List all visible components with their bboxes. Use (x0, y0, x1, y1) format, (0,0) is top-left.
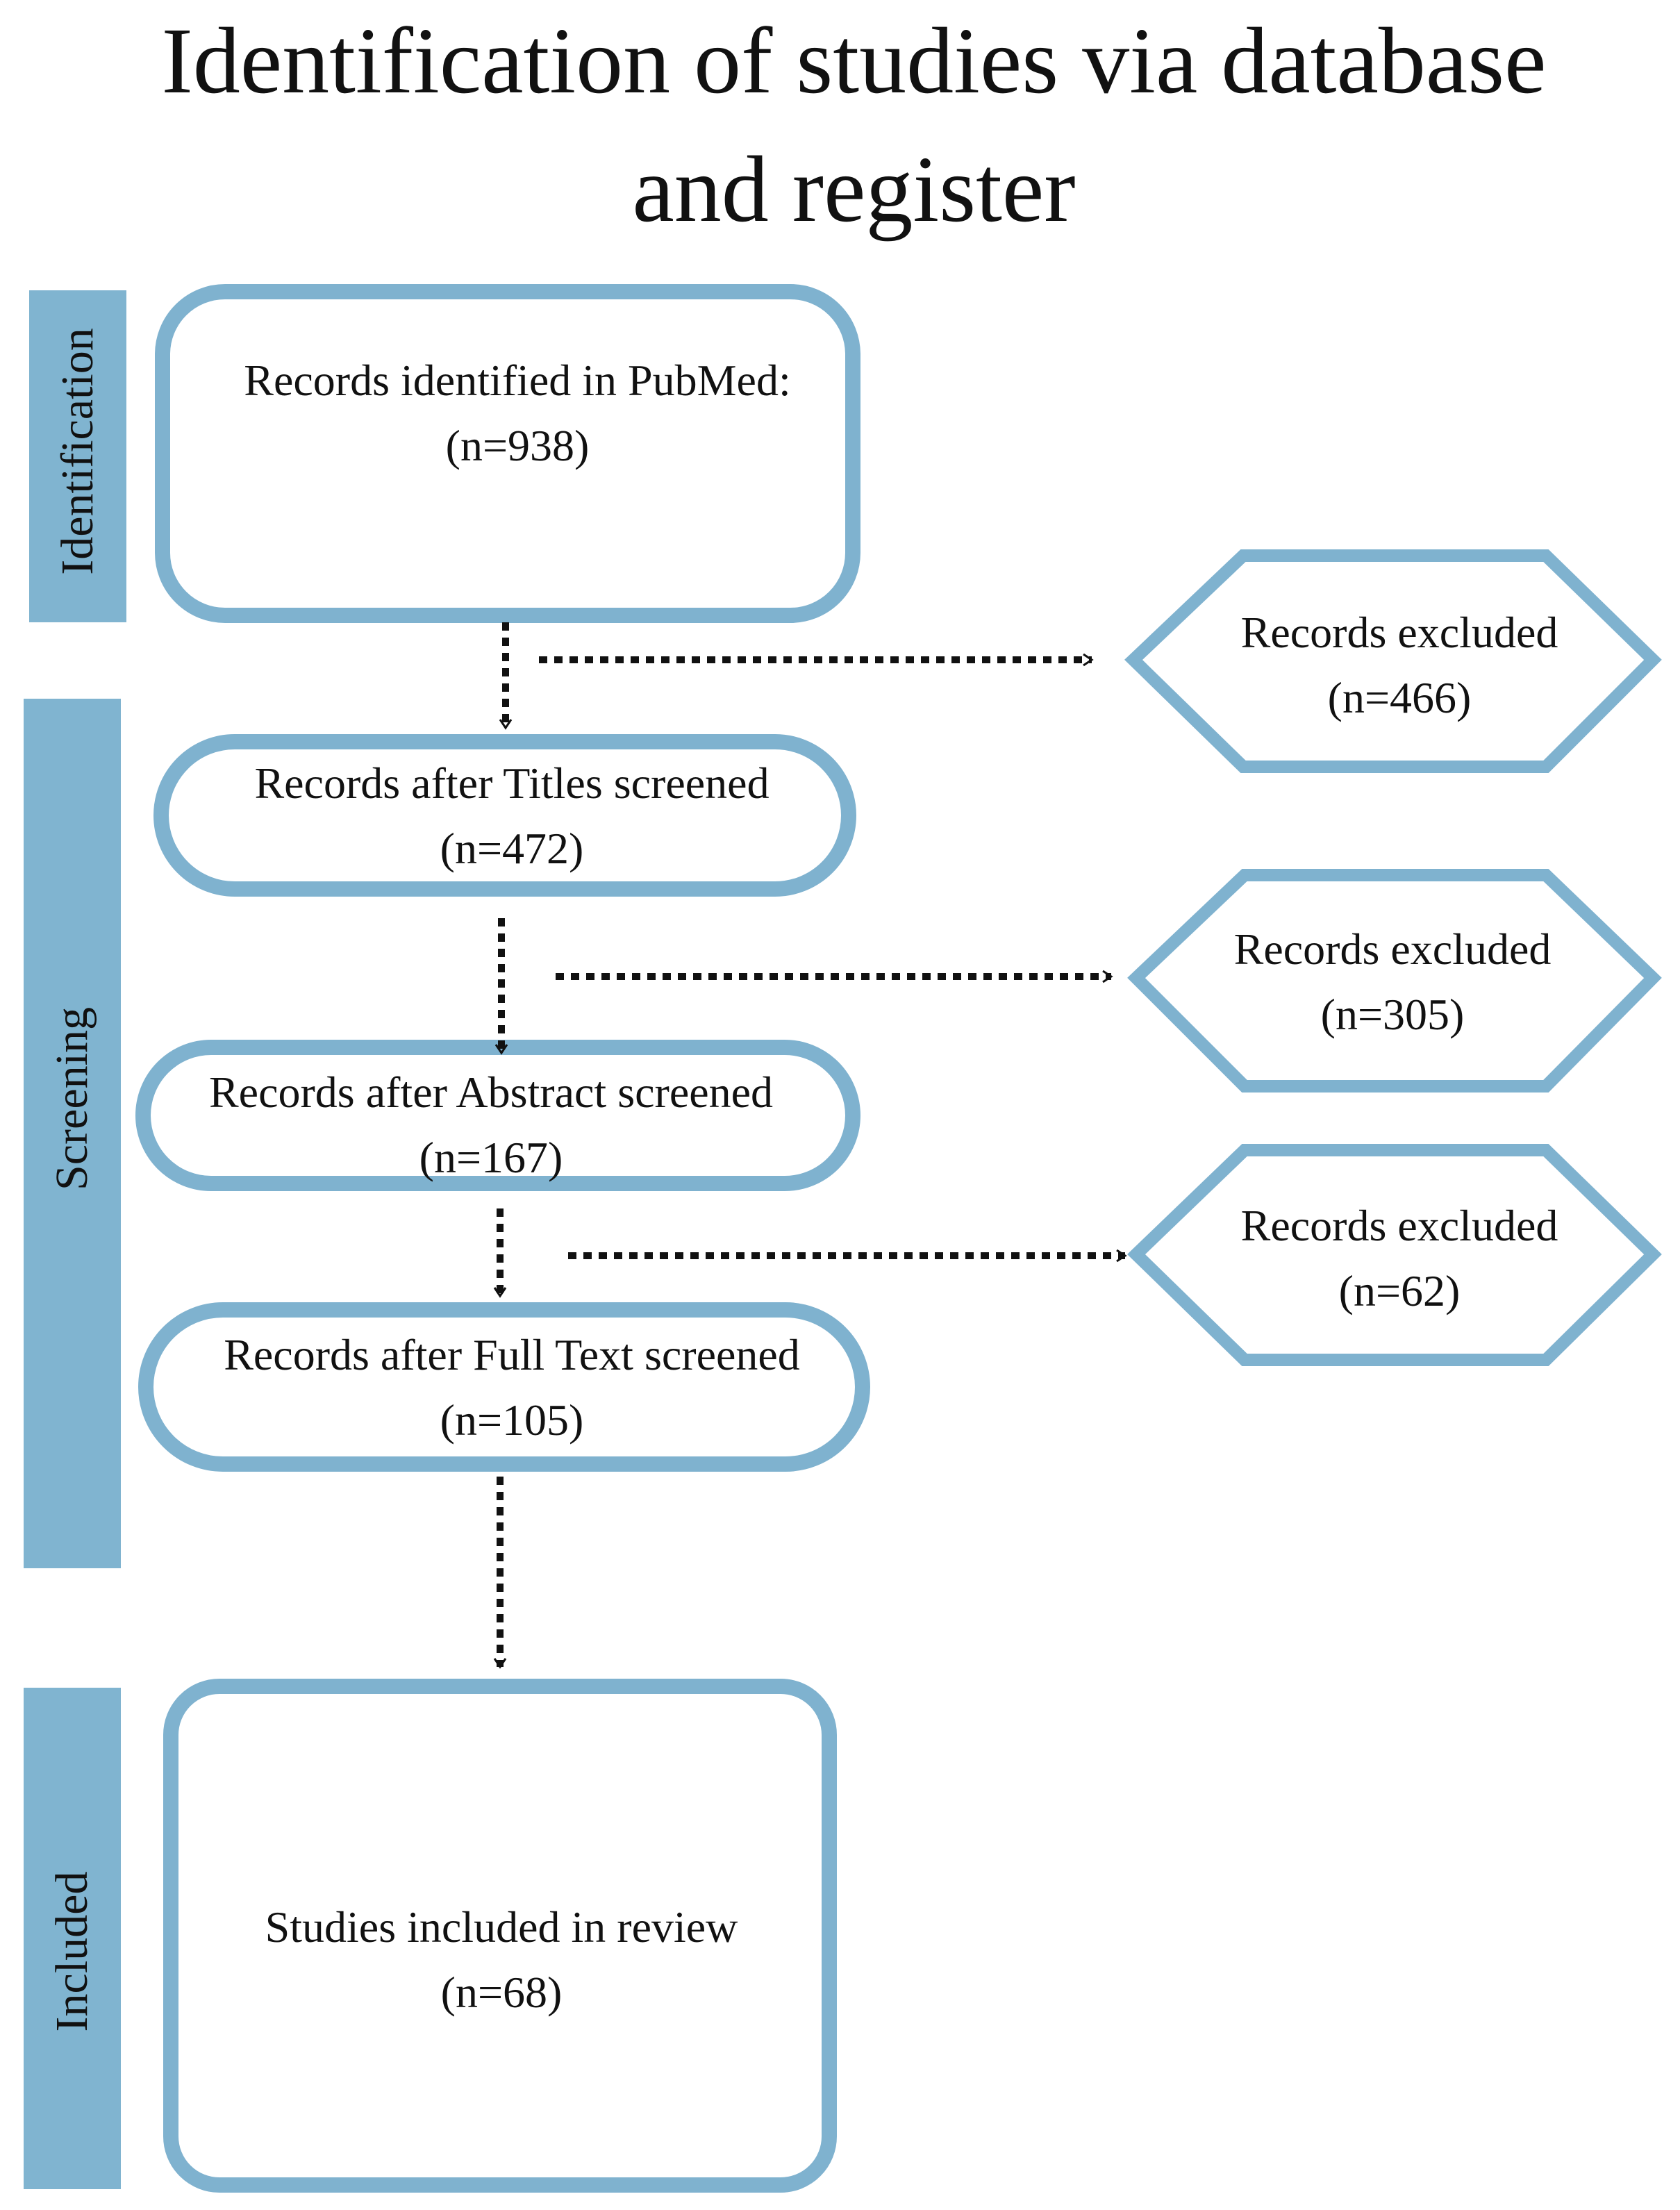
node-count: (n=68) (440, 1968, 563, 2017)
node-label: Studies included in review (265, 1902, 738, 1952)
node-fulltext-screened: Records after Full Text screened (n=105) (224, 1322, 800, 1453)
excluded-2: Records excluded (n=305) (1234, 917, 1552, 1047)
hex-records-excluded-2 (1127, 869, 1662, 1092)
excluded-1: Records excluded (n=466) (1241, 600, 1558, 731)
box-records-identified (155, 284, 860, 623)
node-count: (n=938) (445, 421, 590, 470)
box-studies-included (163, 1679, 837, 2193)
excluded-label: Records excluded (1233, 924, 1552, 974)
diagram-title-line-2: and register (632, 138, 1076, 242)
node-label: Records after Titles screened (254, 758, 770, 808)
diagram-title-line-1: Identification of studies via database (161, 9, 1547, 113)
excluded-label: Records excluded (1240, 1201, 1558, 1250)
stage-bar-included (24, 1688, 121, 2189)
node-label: Records after Abstract screened (208, 1067, 774, 1117)
node-records-identified: Records identified in PubMed: (n=938) (244, 348, 790, 479)
stage-label-identification: Identification (52, 328, 103, 575)
box-titles-screened (153, 734, 856, 897)
hex-records-excluded-1 (1124, 549, 1662, 773)
node-count: (n=472) (440, 824, 584, 873)
excluded-count: (n=305) (1320, 990, 1465, 1039)
hex-records-excluded-3 (1127, 1144, 1662, 1366)
stage-bar-screening (24, 699, 121, 1568)
box-fulltext-screened (138, 1302, 870, 1472)
excluded-label: Records excluded (1240, 608, 1558, 657)
node-label: Records identified in PubMed: (244, 356, 791, 405)
node-count: (n=105) (440, 1395, 584, 1445)
excluded-count: (n=62) (1338, 1266, 1461, 1315)
node-titles-screened: Records after Titles screened (n=472) (254, 751, 769, 881)
excluded-3: Records excluded (n=62) (1241, 1193, 1558, 1324)
node-studies-included: Studies included in review (n=68) (265, 1895, 738, 2025)
stage-label-screening: Screening (47, 1007, 97, 1190)
stage-bar-identification (29, 290, 126, 622)
node-abstract-screened: Records after Abstract screened (n=167) (209, 1060, 773, 1190)
node-label: Records after Full Text screened (224, 1330, 800, 1379)
stage-label-included: Included (47, 1871, 97, 2032)
node-count: (n=167) (419, 1133, 563, 1182)
excluded-count: (n=466) (1327, 673, 1472, 722)
